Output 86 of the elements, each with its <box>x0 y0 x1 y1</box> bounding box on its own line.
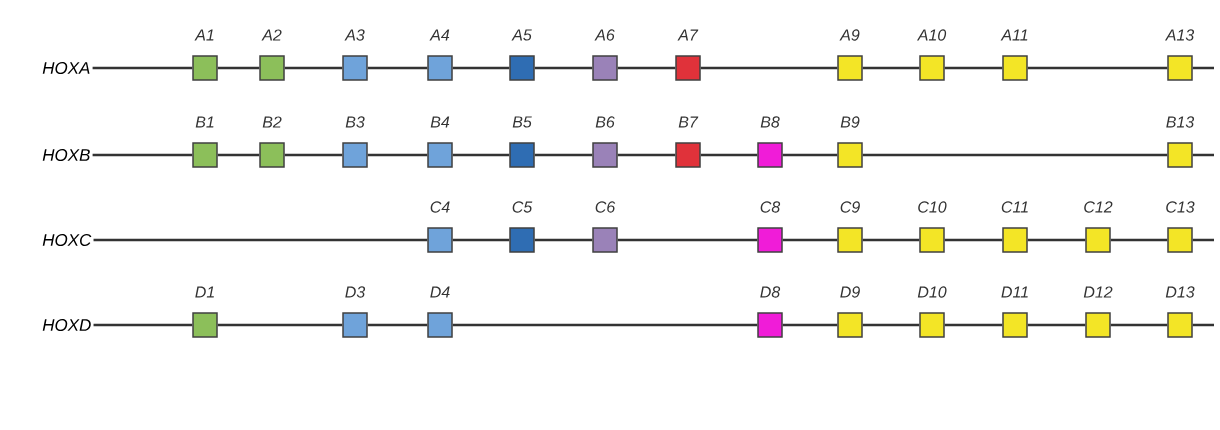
gene-label: A4 <box>429 29 450 41</box>
gene-label: A6 <box>594 29 615 41</box>
gene-label: B4 <box>430 116 450 128</box>
chromosome-line <box>862 66 920 70</box>
gene-label: B2 <box>262 116 282 128</box>
gene-label: C13 <box>1166 201 1195 213</box>
gene-label: A10 <box>917 29 947 41</box>
chromosome-line <box>862 153 1168 157</box>
chromosome-line <box>862 323 920 327</box>
chromosome-line <box>452 323 758 327</box>
chromosome-line <box>452 66 510 70</box>
gene-label: B13 <box>1166 116 1195 128</box>
gene-label: A1 <box>194 29 214 41</box>
chromosome-line <box>1027 238 1086 242</box>
chromosome-line <box>1192 153 1214 157</box>
chromosome-line <box>700 153 758 157</box>
gene-label: D1 <box>195 286 214 298</box>
cluster-label: HOXC <box>42 233 92 246</box>
chromosome-line <box>944 66 1003 70</box>
gene-label: C11 <box>1001 201 1028 213</box>
chromosome-line <box>217 323 343 327</box>
chromosome-line <box>782 238 838 242</box>
chromosome-line <box>534 153 593 157</box>
chromosome-line <box>1110 238 1168 242</box>
chromosome-line <box>534 66 593 70</box>
gene-label: D10 <box>917 286 947 298</box>
chromosome-line <box>93 323 193 327</box>
chromosome-line <box>217 153 260 157</box>
gene-label: A2 <box>261 29 282 41</box>
chromosome-line <box>617 66 676 70</box>
chromosome-line <box>782 153 838 157</box>
chromosome-line <box>367 153 428 157</box>
chromosome-line <box>1192 238 1214 242</box>
gene-label: B8 <box>760 116 780 128</box>
chromosome-line <box>92 66 193 70</box>
chromosome-line <box>92 153 193 157</box>
chromosome-line <box>1027 66 1168 70</box>
gene-label: C8 <box>760 201 781 213</box>
gene-label: B5 <box>512 116 532 128</box>
gene-label: D8 <box>760 286 781 298</box>
chromosome-line <box>284 66 343 70</box>
cluster-label: HOXB <box>42 148 90 161</box>
chromosome-line <box>1192 66 1214 70</box>
gene-label: C6 <box>595 201 616 213</box>
chromosome-line <box>367 323 428 327</box>
gene-label: C10 <box>918 201 947 213</box>
chromosome-line <box>1192 323 1214 327</box>
chromosome-line <box>1110 323 1168 327</box>
gene-label: B7 <box>678 116 699 128</box>
gene-label: D13 <box>1165 286 1195 298</box>
gene-label: D11 <box>1001 286 1028 298</box>
gene-label: A13 <box>1165 29 1195 41</box>
gene-label: A7 <box>677 29 699 41</box>
chromosome-line <box>1027 323 1086 327</box>
chromosome-line <box>617 238 758 242</box>
chromosome-line <box>367 66 428 70</box>
gene-label: A3 <box>344 29 365 41</box>
gene-label: A9 <box>839 29 860 41</box>
chromosome-line <box>862 238 920 242</box>
gene-label: D3 <box>345 286 366 298</box>
gene-label: C12 <box>1084 201 1113 213</box>
chromosome-line <box>944 238 1003 242</box>
chromosome-line <box>782 323 838 327</box>
gene-label: D4 <box>430 286 450 298</box>
gene-label: D9 <box>840 286 860 298</box>
cluster-label: HOXD <box>42 318 91 331</box>
gene-label: A5 <box>511 29 532 41</box>
gene-label: A11 <box>1000 29 1028 41</box>
chromosome-line <box>617 153 676 157</box>
chromosome-line <box>452 238 510 242</box>
gene-label: D12 <box>1083 286 1113 298</box>
chromosome-line <box>93 238 428 242</box>
gene-label: C4 <box>430 201 450 213</box>
gene-label: B9 <box>840 116 860 128</box>
gene-label: C5 <box>512 201 533 213</box>
cluster-label: HOXA <box>42 61 90 74</box>
chromosome-line <box>452 153 510 157</box>
gene-label: C9 <box>840 201 860 213</box>
gene-label: B6 <box>595 116 615 128</box>
chromosome-line <box>217 66 260 70</box>
chromosome-line <box>284 153 343 157</box>
chromosome-line <box>700 66 838 70</box>
gene-label: B1 <box>195 116 214 128</box>
chromosome-line <box>534 238 593 242</box>
chromosome-line <box>944 323 1003 327</box>
gene-label: B3 <box>345 116 365 128</box>
